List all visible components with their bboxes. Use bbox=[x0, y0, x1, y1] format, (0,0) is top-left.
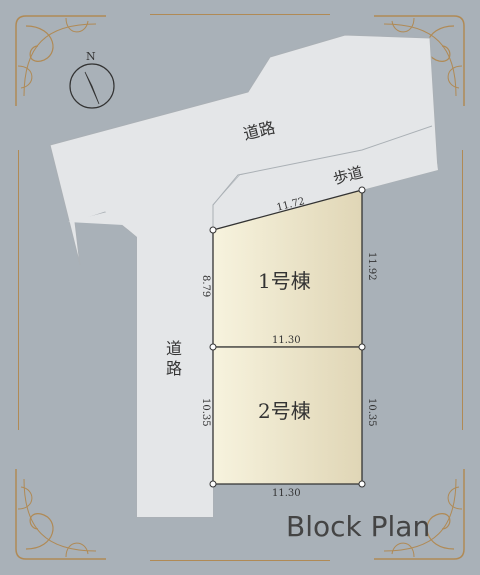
compass-label: N bbox=[86, 50, 96, 63]
corner-point bbox=[358, 480, 366, 488]
frame-bottom-line bbox=[150, 560, 330, 561]
dimension-left-upper: 8.79 bbox=[200, 275, 211, 297]
plan-title: Block Plan bbox=[286, 510, 431, 543]
frame-top-line bbox=[150, 14, 330, 15]
compass-icon: N bbox=[69, 50, 115, 109]
dimension-middle: 11.30 bbox=[272, 335, 301, 346]
corner-ornament-top-right bbox=[374, 15, 465, 106]
frame-right-line bbox=[462, 150, 463, 430]
corner-ornament-bottom-left bbox=[15, 469, 106, 560]
frame-left-line bbox=[18, 150, 19, 430]
corner-point bbox=[209, 226, 217, 234]
corner-ornament-top-left bbox=[15, 15, 106, 106]
corner-point bbox=[209, 480, 217, 488]
lot-2-label: 2号棟 bbox=[258, 399, 311, 423]
dimension-bottom: 11.30 bbox=[272, 488, 301, 499]
lot-1-label: 1号棟 bbox=[258, 269, 311, 293]
left-road-label-1: 道 bbox=[166, 339, 182, 358]
corner-ornament-bottom-right bbox=[374, 469, 465, 560]
corner-point bbox=[358, 186, 366, 194]
corner-point bbox=[209, 343, 217, 351]
dimension-right-upper: 11.92 bbox=[366, 252, 377, 281]
left-road bbox=[68, 128, 438, 517]
dimension-right-lower: 10.35 bbox=[366, 398, 377, 427]
corner-point bbox=[358, 343, 366, 351]
dimension-left-lower: 10.35 bbox=[200, 398, 211, 427]
left-road-label-2: 路 bbox=[166, 359, 182, 378]
